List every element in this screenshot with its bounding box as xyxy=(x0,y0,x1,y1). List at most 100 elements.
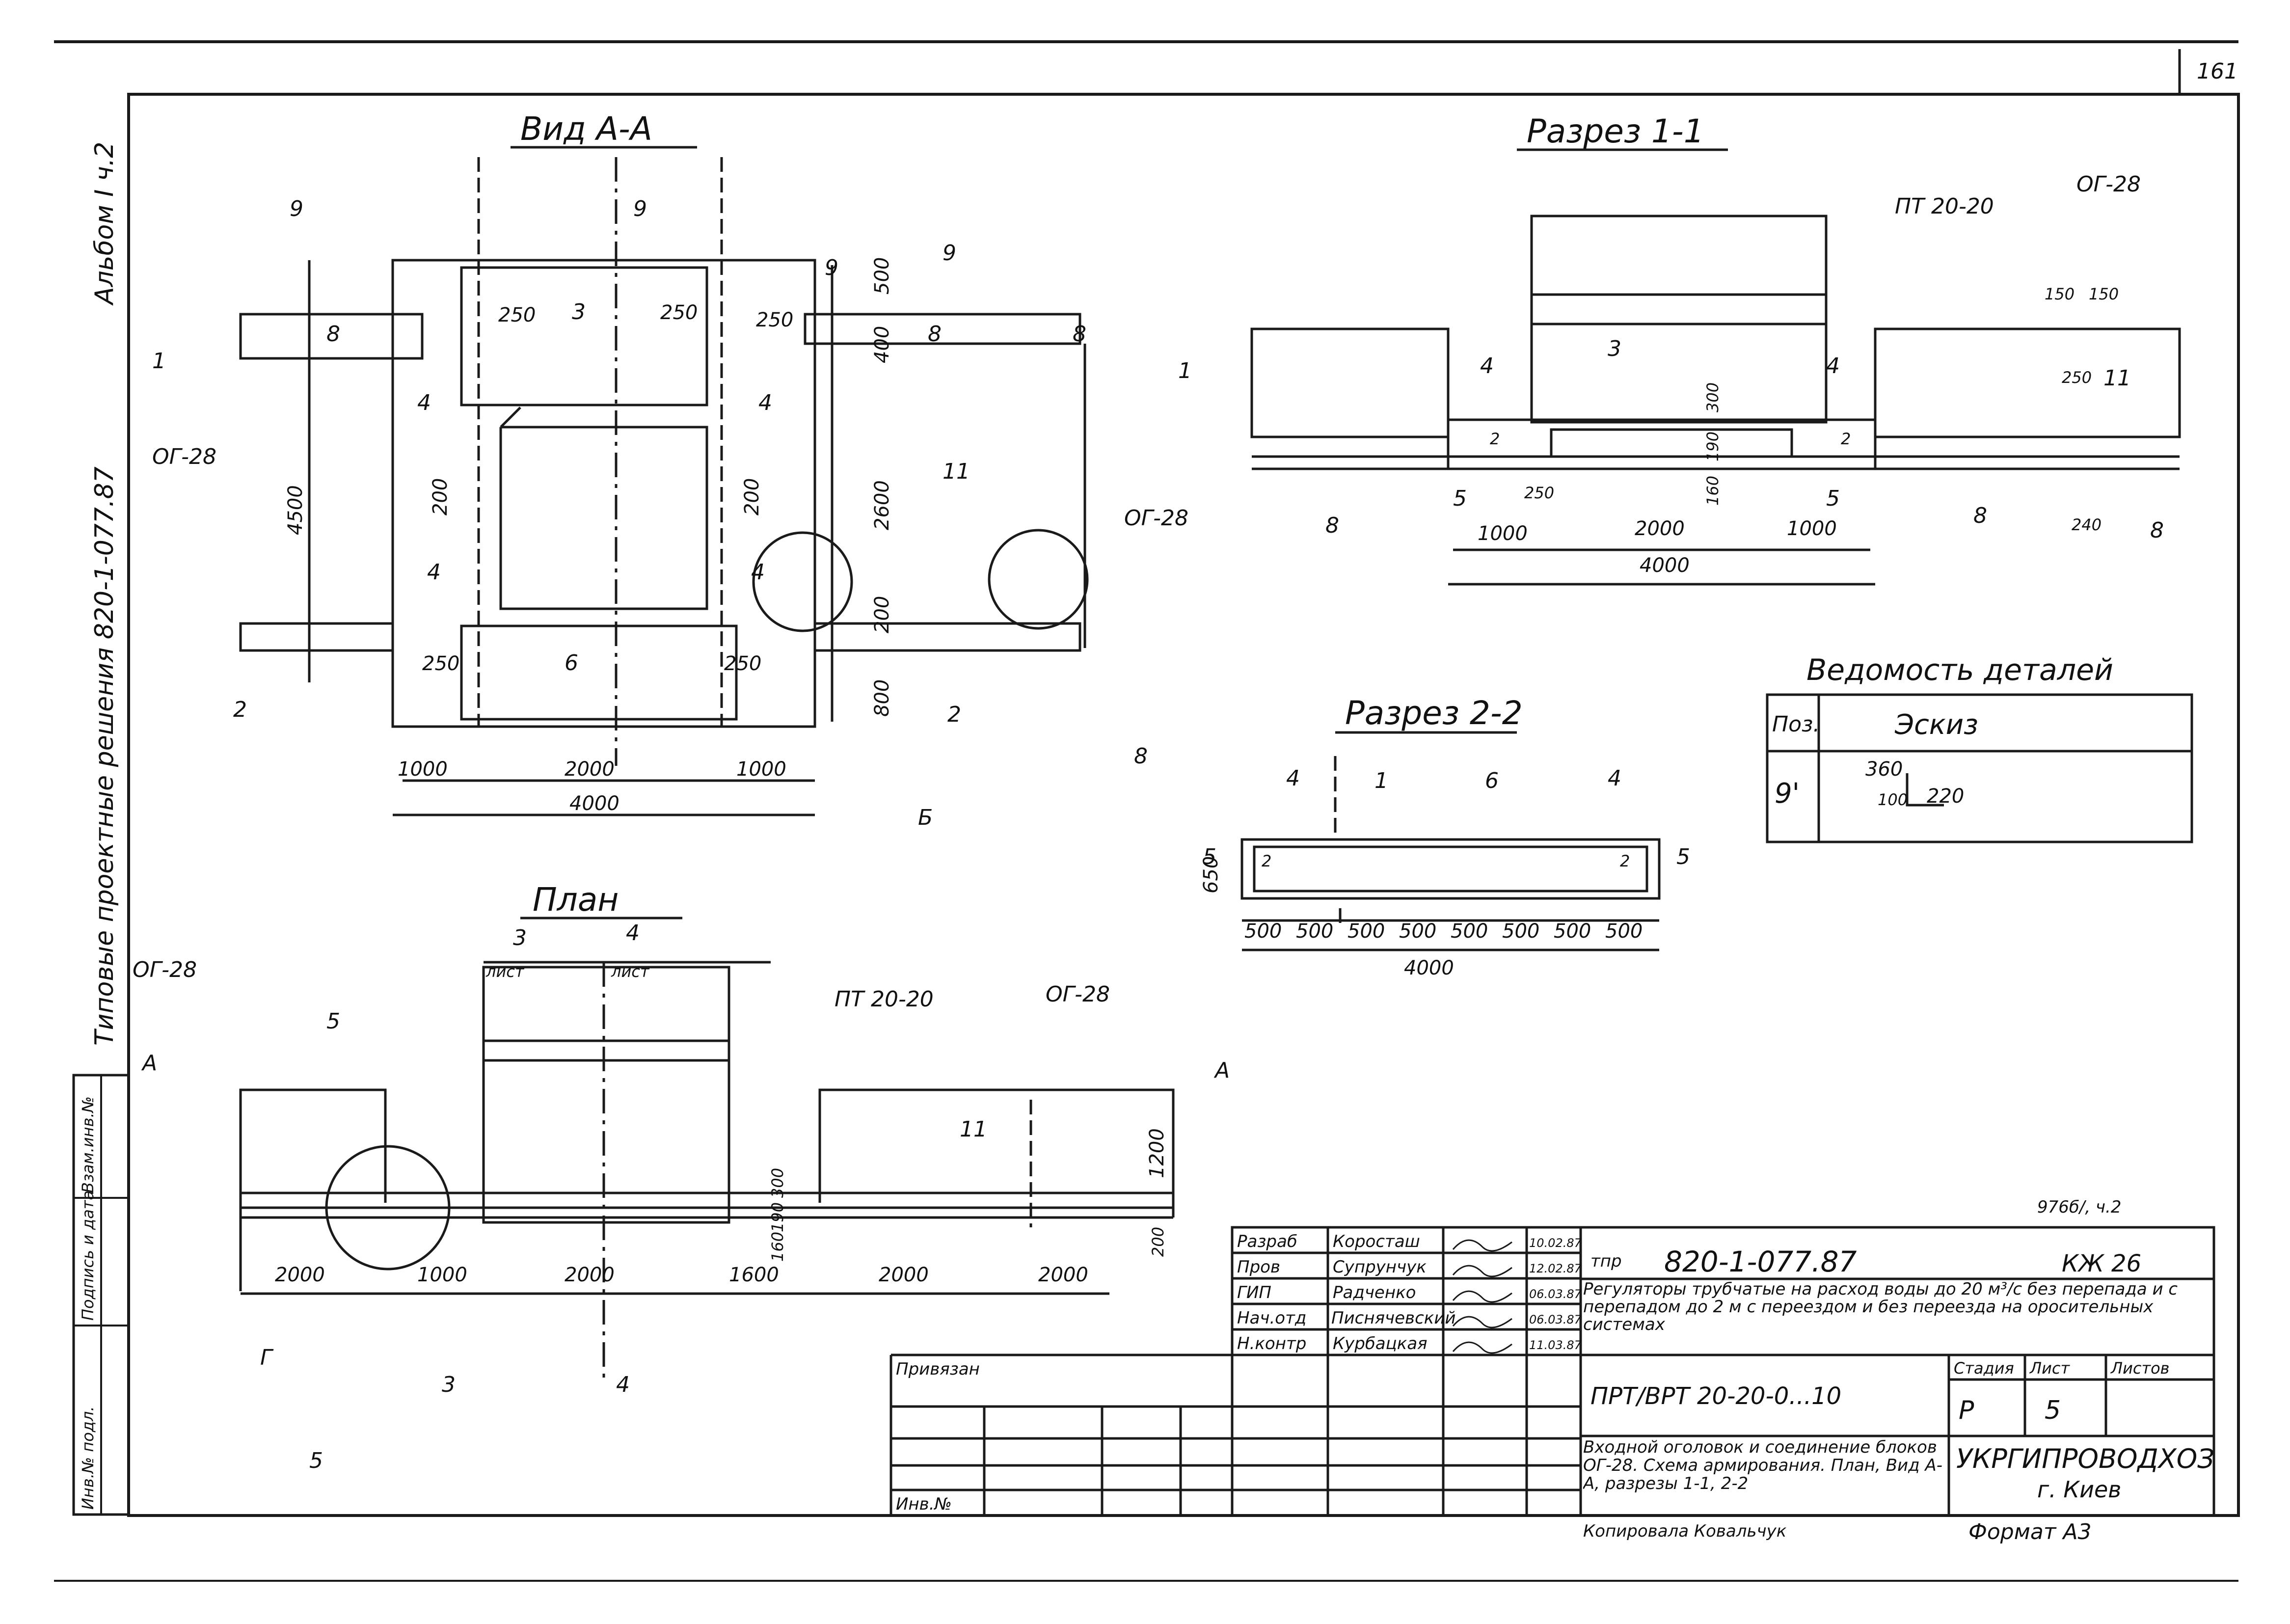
view-aa-label-3: 3 xyxy=(572,299,586,325)
view-aa-label-9b: 9 xyxy=(633,196,647,221)
section-22-dim-650: 650 xyxy=(1200,856,1222,893)
plan-label-og28a: ОГ-28 xyxy=(133,957,197,982)
role-5: Н.контр xyxy=(1237,1334,1306,1353)
stamp-sign: Подпись и дата xyxy=(79,1191,97,1321)
section-11-dim-250b: 250 xyxy=(2062,368,2092,387)
copied-by: Копировала Ковальчук xyxy=(1583,1521,1787,1541)
section-11-dim-300: 300 xyxy=(1703,382,1722,412)
stage-value: Р xyxy=(1959,1396,1974,1425)
details-col-sketch: Эскиз xyxy=(1894,709,1978,741)
plan-label-g: Г xyxy=(260,1345,274,1370)
details-row-pos: 9' xyxy=(1775,778,1800,810)
privyazan: Привязан xyxy=(896,1359,980,1379)
section-11-label-8b: 8 xyxy=(1973,503,1987,528)
date-1: 10.02.87 xyxy=(1529,1236,1582,1250)
plan-label-11: 11 xyxy=(960,1117,987,1142)
section-22-dim-5: 500 xyxy=(1451,920,1488,943)
view-aa-dim-250a: 250 xyxy=(498,304,536,326)
drawing-title-box: Входной оголовок и соединение блоков ОГ-… xyxy=(1583,1438,1942,1493)
section-22-dim-4: 500 xyxy=(1399,920,1436,943)
view-aa-label-8d: 8 xyxy=(1134,744,1148,769)
name-3: Радченко xyxy=(1333,1283,1416,1302)
view-aa-label-11: 11 xyxy=(943,459,970,484)
plan-dim-2000c: 2000 xyxy=(879,1264,929,1286)
section-11-label-3: 3 xyxy=(1608,336,1621,361)
view-aa-label-2a: 2 xyxy=(233,697,247,722)
sheets-label: Листов xyxy=(2110,1359,2170,1378)
section-11-label-2a: 2 xyxy=(1490,430,1500,448)
section-22-label-2a: 2 xyxy=(1262,852,1271,870)
section-11-dim-total: 4000 xyxy=(1640,554,1690,577)
tpr-label: тпр xyxy=(1590,1251,1622,1271)
details-dim-220: 220 xyxy=(1927,785,1964,808)
section-22-label-5a: 5 xyxy=(1203,844,1216,869)
section-22-label-5b: 5 xyxy=(1676,844,1690,869)
section-11-label-11: 11 xyxy=(2103,366,2131,391)
section-11-dim-190: 190 xyxy=(1703,432,1722,461)
plan-dim-2000b: 2000 xyxy=(565,1264,615,1286)
side-margin: Альбом I ч.2 Типовые проектные решения 8… xyxy=(72,142,130,1516)
view-aa: Вид А-А 1000 2000 1000 4000 4500 xyxy=(152,110,1192,830)
view-aa-dim-200: 200 xyxy=(871,596,893,633)
section-11-dim-160: 160 xyxy=(1703,476,1722,506)
details-col-pos: Поз. xyxy=(1772,712,1820,737)
section-11-label-8c: 8 xyxy=(2150,518,2164,543)
view-aa-label-9a: 9 xyxy=(290,196,303,221)
sheet-note: 976б/, ч.2 xyxy=(2037,1197,2121,1217)
section-11-title: Разрез 1-1 xyxy=(1527,112,1704,150)
view-aa-label-9c: 9 xyxy=(825,255,838,280)
view-aa-label-9d: 9 xyxy=(943,241,956,266)
view-aa-dim-1: 1000 xyxy=(398,758,448,781)
plan-title: План xyxy=(533,881,619,919)
section-22-dim-6: 500 xyxy=(1502,920,1539,943)
section-22-title: Разрез 2-2 xyxy=(1345,694,1523,732)
section-11-label-4b: 4 xyxy=(1826,353,1840,379)
section-11-label-5a: 5 xyxy=(1453,486,1467,511)
date-3: 06.03.87 xyxy=(1529,1287,1582,1301)
view-aa-dim-250d: 250 xyxy=(422,652,459,675)
view-aa-dim-height: 4500 xyxy=(284,485,307,535)
date-2: 12.02.87 xyxy=(1529,1262,1582,1275)
details-table-title: Ведомость деталей xyxy=(1806,653,2113,687)
view-aa-dim-250b: 250 xyxy=(660,301,698,324)
view-aa-label-og28a: ОГ-28 xyxy=(152,444,216,469)
stamp-inv: Инв.№ подл. xyxy=(79,1406,97,1510)
section-22-dim-3: 500 xyxy=(1347,920,1385,943)
view-aa-dim-250e: 250 xyxy=(724,652,761,675)
plan-label-5a: 5 xyxy=(326,1009,340,1034)
role-4: Нач.отд xyxy=(1237,1308,1306,1328)
view-aa-label-8c: 8 xyxy=(1073,322,1086,347)
section-11-label-pt: ПТ 20-20 xyxy=(1895,194,1994,219)
details-table: Ведомость деталей Поз. Эскиз 9' 360 100 … xyxy=(1766,653,2193,843)
section-22-label-1: 1 xyxy=(1374,768,1388,793)
plan-dim-200: 200 xyxy=(1149,1227,1167,1257)
plan-dim-160: 160 xyxy=(768,1232,787,1262)
view-aa-dim-250c: 250 xyxy=(756,309,793,331)
view-aa-dim-2: 2000 xyxy=(565,758,615,781)
plan-label-a1: А xyxy=(141,1051,157,1076)
view-aa-label-8b: 8 xyxy=(928,322,942,347)
signatures xyxy=(1452,1239,1512,1354)
plan-label-3b: 3 xyxy=(442,1372,456,1397)
stage-label: Стадия xyxy=(1954,1359,2014,1378)
plan-dim-1200: 1200 xyxy=(1146,1128,1168,1178)
view-aa-label-8a: 8 xyxy=(326,322,340,347)
view-aa-label-b: Б xyxy=(918,805,933,830)
sheet-code: КЖ 26 xyxy=(2062,1250,2141,1277)
view-aa-label-4b: 4 xyxy=(427,560,441,585)
item-code: ПРТ/ВРТ 20-20-0...10 xyxy=(1590,1382,1841,1410)
page-number-box: 161 xyxy=(2178,49,2238,94)
plan-label-4: 4 xyxy=(626,920,640,946)
plan-label-pt: ПТ 20-20 xyxy=(835,987,934,1012)
section-22-label-4b: 4 xyxy=(1608,766,1621,791)
name-5: Курбацкая xyxy=(1333,1334,1428,1353)
view-aa-dim-500: 500 xyxy=(871,257,893,295)
section-22-dim-1: 500 xyxy=(1244,920,1282,943)
album-label: Альбом I ч.2 xyxy=(90,142,119,306)
plan-dim-1000: 1000 xyxy=(417,1264,467,1286)
section-11-dim-150a: 150 xyxy=(2045,285,2074,303)
series-label: Типовые проектные решения 820-1-077.87 xyxy=(90,466,119,1046)
title-block: 976б/, ч.2 xyxy=(889,1197,2215,1544)
view-aa-label-4a: 4 xyxy=(417,390,431,415)
